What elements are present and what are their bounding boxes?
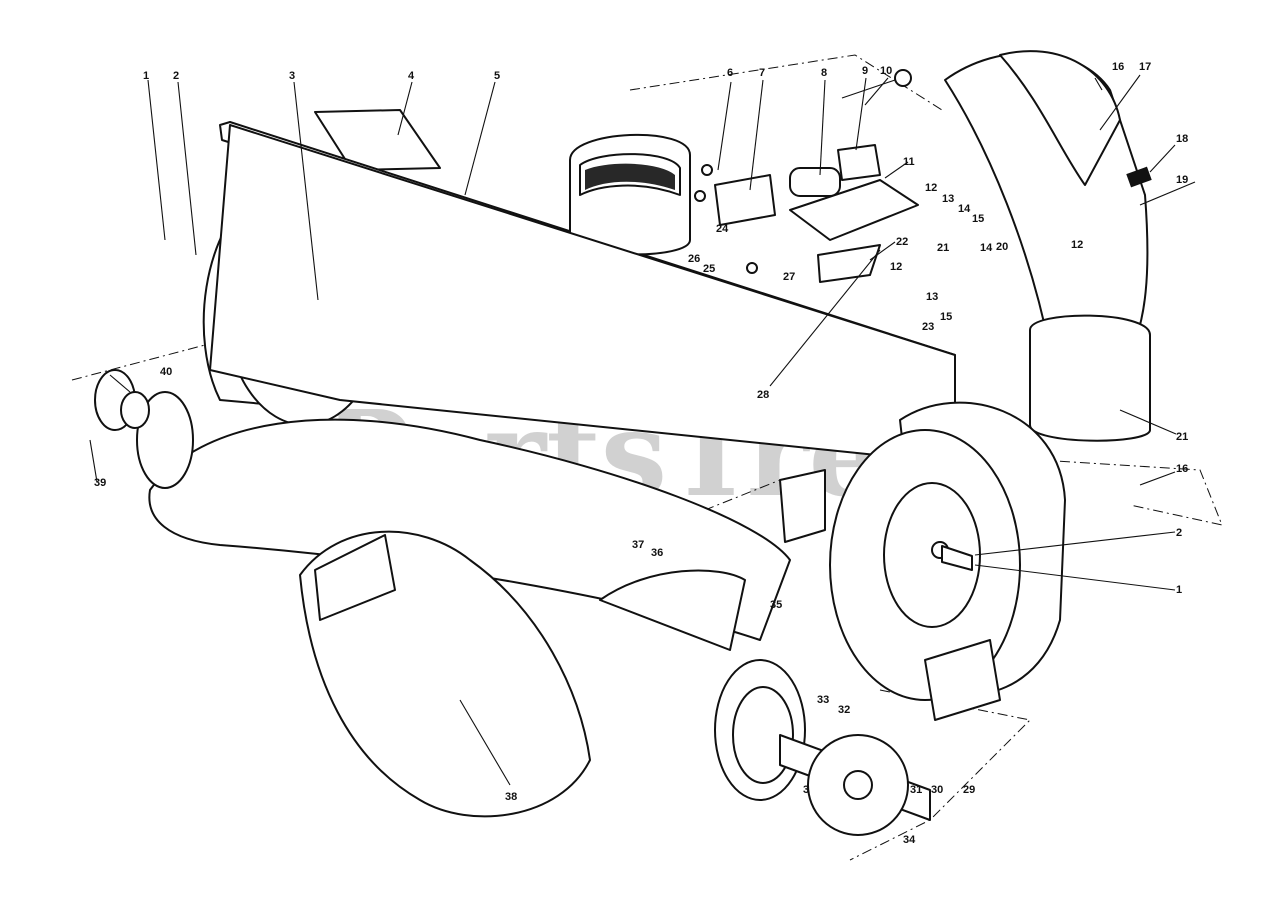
skid-shoe [924,639,1001,721]
callout-17: 17 [1139,61,1151,73]
callout-29: 29 [963,784,975,796]
callout-21: 21 [1176,431,1188,443]
callout-1: 1 [1176,584,1182,596]
callout-2: 2 [173,70,179,82]
callout-31: 31 [910,784,922,796]
callout-13: 13 [926,291,938,303]
callout-34: 34 [903,834,916,846]
callout-14: 14 [980,242,993,254]
bearing-flange [94,369,150,431]
callout-12: 12 [890,261,902,273]
callout-10: 10 [880,65,892,77]
discharge-chute [944,50,1152,442]
callout-5: 5 [494,70,500,82]
callout-33: 33 [817,694,829,706]
callout-32: 32 [838,704,850,716]
callout-36: 36 [651,547,663,559]
leader-lines [89,74,1196,786]
callout-30: 30 [931,784,943,796]
callout-24: 24 [716,223,729,235]
callout-2: 2 [1176,527,1182,539]
callout-15: 15 [940,311,952,323]
callout-23: 23 [922,321,934,333]
callout-13: 13 [942,193,954,205]
callout-14: 14 [958,203,971,215]
callout-37: 37 [632,539,644,551]
callout-25: 25 [703,263,715,275]
callout-35: 35 [770,599,782,611]
right-side-plate [829,401,1066,701]
sprocket [807,734,909,836]
callout-28: 28 [757,389,769,401]
callout-16: 16 [1176,463,1188,475]
callout-18: 18 [1176,133,1188,145]
callout-3: 3 [289,70,295,82]
callouts: 1 2 3 4 5 6 7 8 9 10 11 12 13 14 15 16 1… [94,61,1188,846]
callout-3: 3 [803,784,809,796]
callout-12: 12 [925,182,937,194]
chute-collar [569,133,691,256]
callout-8: 8 [821,67,827,79]
callout-16: 16 [1112,61,1124,73]
hex-bolt-right [941,545,973,571]
callout-6: 6 [727,67,733,79]
callout-38: 38 [505,791,517,803]
callout-7: 7 [759,67,765,79]
callout-26: 26 [688,253,700,265]
callout-20: 20 [996,241,1008,253]
auger [136,391,791,818]
callout-11: 11 [903,156,915,168]
shield-plate [314,109,441,171]
callout-12: 12 [1071,239,1083,251]
callout-9: 9 [862,65,868,77]
callout-4: 4 [408,70,415,82]
callout-39: 39 [94,477,106,489]
callout-40: 40 [160,366,172,378]
bracket-35 [779,469,826,543]
callout-1: 1 [143,70,149,82]
callout-15: 15 [972,213,984,225]
callout-19: 19 [1176,174,1188,186]
callout-22: 22 [896,236,908,248]
callout-27: 27 [783,271,795,283]
callout-21: 21 [937,242,949,254]
